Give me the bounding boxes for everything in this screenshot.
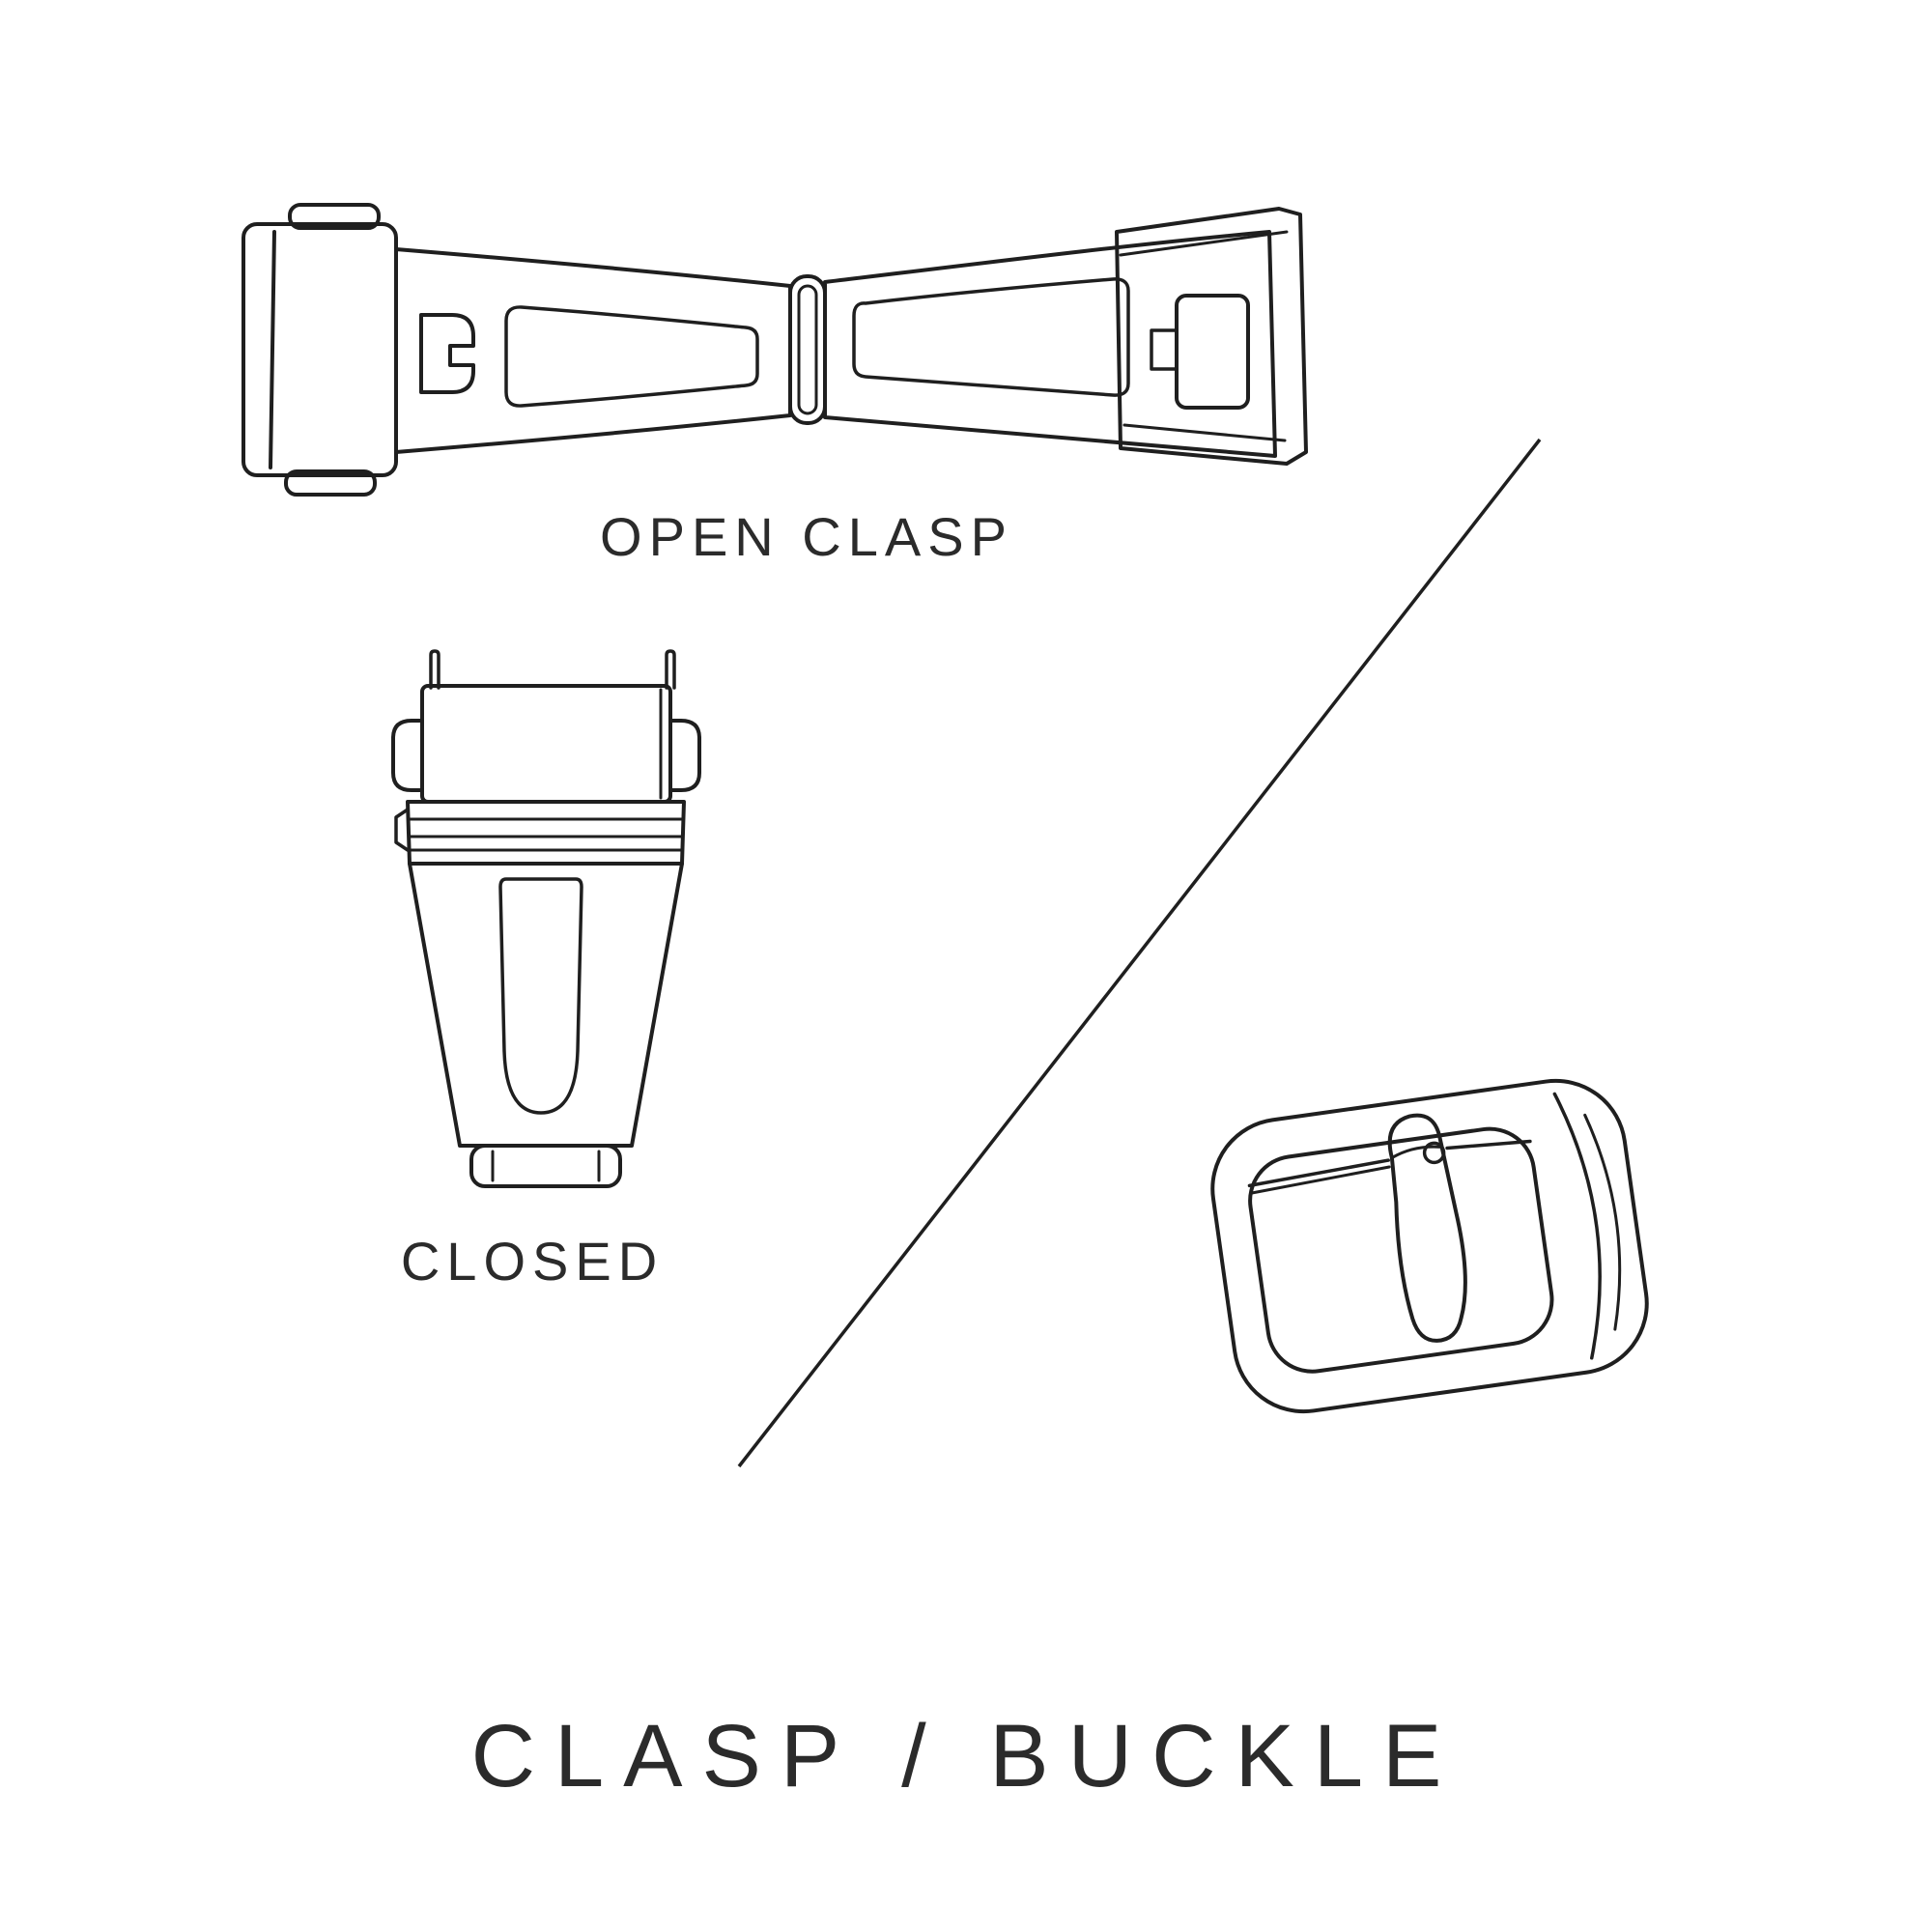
diagram-title: CLASP / BUCKLE <box>470 1707 1462 1805</box>
closed-clasp-drawing <box>391 649 701 1188</box>
open-clasp-label: OPEN CLASP <box>600 506 1013 567</box>
diagonal-divider <box>737 438 1542 1468</box>
open-clasp-drawing <box>242 203 1308 497</box>
buckle-drawing <box>1210 1078 1649 1414</box>
closed-clasp-label: CLOSED <box>400 1231 665 1292</box>
